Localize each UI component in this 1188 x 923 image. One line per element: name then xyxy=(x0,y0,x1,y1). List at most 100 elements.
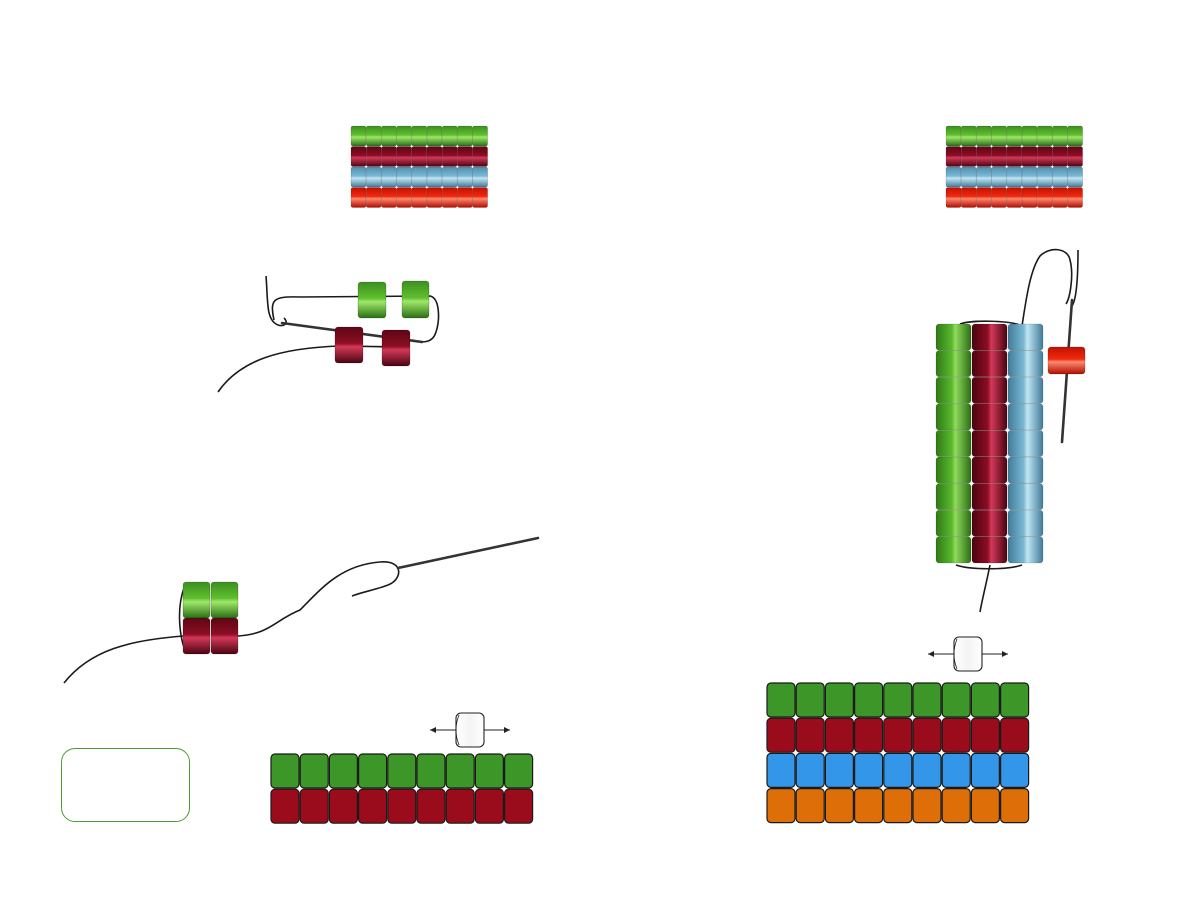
pattern-cell-blue xyxy=(970,752,1001,789)
step2-bead-burgundy xyxy=(210,617,239,655)
pattern-cell-burgundy xyxy=(824,717,855,753)
legend-bead-red xyxy=(1036,187,1053,208)
step3-bead-green xyxy=(935,403,972,431)
legend-bead-red xyxy=(1006,187,1023,208)
bead-color-legend-right xyxy=(945,125,1083,208)
legend-bead-red xyxy=(945,187,962,208)
step3-bead-green xyxy=(935,323,972,351)
legend-bead-light-blue xyxy=(381,166,397,188)
legend-bead-red xyxy=(365,187,382,208)
pattern-cell-green xyxy=(853,682,884,718)
pattern-cell-burgundy xyxy=(883,717,913,753)
arrow-right-icon xyxy=(1002,651,1008,657)
step3-bead-red xyxy=(1047,346,1086,375)
bead-color-legend-left xyxy=(350,125,488,208)
step1-bead-burgundy xyxy=(381,329,411,367)
pattern-cell-blue xyxy=(912,752,942,789)
step3-bead-light-blue xyxy=(1007,376,1044,404)
legend-bead-green xyxy=(1036,125,1053,147)
legend-bead-light-blue xyxy=(350,166,367,188)
legend-bead-red xyxy=(1052,187,1068,208)
arrow-left-icon xyxy=(928,651,934,657)
pattern-cell-orange xyxy=(912,787,942,824)
legend-bead-green xyxy=(945,125,962,147)
legend-bead-red xyxy=(472,187,488,208)
legend-bead-green xyxy=(381,125,397,147)
pattern-cell-blue xyxy=(824,752,855,789)
legend-bead-green xyxy=(457,125,473,147)
step3-bead-burgundy xyxy=(971,509,1008,537)
step2-bead-green xyxy=(182,581,211,619)
pattern-cell-burgundy xyxy=(504,788,534,824)
pattern-cell-green xyxy=(824,682,855,718)
legend-bead-burgundy xyxy=(976,146,992,167)
pattern-cell-burgundy xyxy=(328,788,358,824)
step3-bead-light-blue xyxy=(1007,430,1044,457)
legend-bead-red xyxy=(396,187,412,208)
legend-bead-red xyxy=(411,187,428,208)
legend-bead-red xyxy=(441,187,458,208)
step1-bead-green xyxy=(401,280,430,319)
step3-bead-burgundy xyxy=(971,376,1008,404)
legend-bead-green xyxy=(991,125,1007,147)
pattern-cell-burgundy xyxy=(270,788,300,824)
legend-bead-light-blue xyxy=(960,166,977,188)
legend-bead-green xyxy=(472,125,488,147)
pattern-cell-green xyxy=(328,753,358,789)
arrow-left-icon xyxy=(430,727,436,733)
legend-bead-red xyxy=(381,187,397,208)
pattern-cell-green xyxy=(474,753,504,789)
step3-bead-green xyxy=(935,456,972,484)
pattern-cell-orange xyxy=(853,787,884,824)
legend-bead-light-blue xyxy=(441,166,458,188)
legend-bead-burgundy xyxy=(1036,146,1053,167)
pattern-cell-blue xyxy=(853,752,884,789)
step3-bead-light-blue xyxy=(1007,483,1044,511)
pattern-cell-green xyxy=(970,682,1001,718)
legend-bead-light-blue xyxy=(396,166,412,188)
pattern-cell-green xyxy=(795,682,825,718)
pattern-cell-burgundy xyxy=(766,717,796,753)
step3-bead-light-blue xyxy=(1007,456,1044,484)
legend-bead-burgundy xyxy=(457,146,473,167)
pattern-cell-burgundy xyxy=(795,717,825,753)
step3-bead-light-blue xyxy=(1007,403,1044,431)
legend-bead-light-blue xyxy=(1067,166,1083,188)
pattern-cell-green xyxy=(999,682,1030,718)
legend-bead-green xyxy=(976,125,992,147)
step3-bead-burgundy xyxy=(971,456,1008,484)
legend-bead-green xyxy=(1006,125,1023,147)
pattern-cell-orange xyxy=(766,787,796,824)
legend-bead-red xyxy=(426,187,443,208)
legend-bead-red xyxy=(350,187,367,208)
step2-beads xyxy=(182,581,239,655)
pattern-cell-burgundy xyxy=(941,717,971,753)
legend-bead-green xyxy=(411,125,428,147)
legend-bead-light-blue xyxy=(457,166,473,188)
bead-icon xyxy=(953,636,983,672)
legend-bead-light-blue xyxy=(945,166,962,188)
pattern-cell-green xyxy=(504,753,534,789)
step3-bead-green xyxy=(935,430,972,457)
pattern-cell-burgundy xyxy=(853,717,884,753)
step3-bead-green xyxy=(935,376,972,404)
legend-bead-red xyxy=(457,187,473,208)
pattern-cell-orange xyxy=(883,787,913,824)
legend-bead-light-blue xyxy=(1052,166,1068,188)
step3-bead-light-blue xyxy=(1007,350,1044,378)
pattern-grid-left xyxy=(270,753,534,824)
legend-bead-burgundy xyxy=(472,146,488,167)
step3-bead-green xyxy=(935,350,972,378)
bead-edge-icon xyxy=(953,638,958,670)
pattern-cell-blue xyxy=(883,752,913,789)
pattern-cell-green xyxy=(270,753,300,789)
legend-bead-green xyxy=(350,125,367,147)
pattern-cell-burgundy xyxy=(912,717,942,753)
pattern-cell-burgundy xyxy=(474,788,504,824)
pattern-cell-orange xyxy=(795,787,825,824)
legend-bead-light-blue xyxy=(426,166,443,188)
step1-bead-green xyxy=(357,281,387,319)
legend-bead-light-blue xyxy=(472,166,488,188)
